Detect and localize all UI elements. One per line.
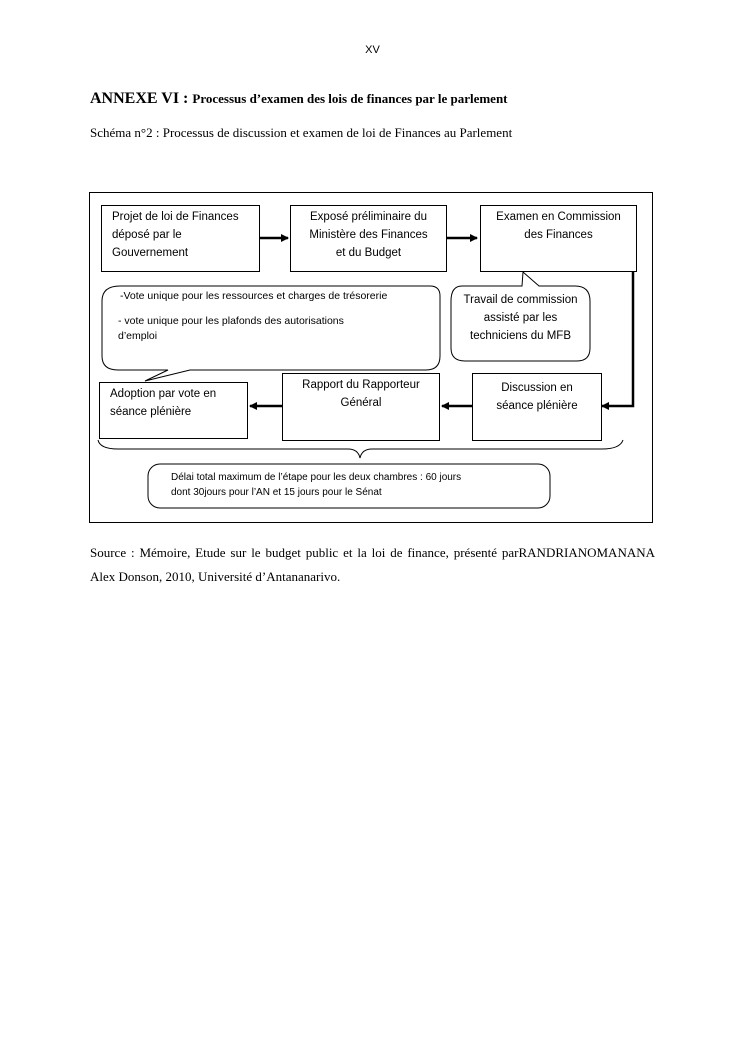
callout-vote: -Vote unique pour les ressources et char… [118, 289, 432, 344]
callout-delai-line-1: Délai total maximum de l’étape pour les … [171, 472, 462, 483]
annex-subtitle: Processus d’examen des lois de finances … [192, 91, 508, 106]
callout-delai: Délai total maximum de l’étape pour les … [171, 470, 541, 500]
diagram-frame: Projet de loi de Finances déposé par le … [89, 192, 653, 523]
callout-vote-line-3: d’emploi [118, 330, 158, 342]
callout-commission-line-2: assisté par les [483, 312, 558, 324]
box-discussion-line-2: séance plénière [496, 400, 578, 412]
annex-title: ANNEXE VI : Processus d’examen des lois … [90, 90, 508, 108]
brace [97, 439, 624, 459]
callout-commission: Travail de commission assisté par les te… [453, 291, 588, 345]
box-expose-line-3: et du Budget [335, 247, 402, 259]
diagram-connectors [97, 234, 635, 509]
box-examen-line-2: des Finances [524, 229, 593, 241]
box-discussion: Discussion en séance plénière [472, 373, 602, 441]
annex-label: ANNEXE VI : [90, 90, 189, 107]
page-number: XV [365, 44, 380, 56]
box-expose-line-2: Ministère des Finances [309, 229, 428, 241]
callout-delai-line-2: dont 30jours pour l’AN et 15 jours pour … [171, 487, 382, 498]
callout-vote-shape [101, 285, 441, 382]
box-projet-line-1: Projet de loi de Finances [112, 211, 239, 223]
scheme-caption: Schéma n°2 : Processus de discussion et … [90, 125, 513, 140]
callout-commission-line-3: techniciens du MFB [470, 330, 571, 342]
box-expose-line-1: Exposé préliminaire du [310, 211, 427, 223]
box-examen-line-1: Examen en Commission [496, 211, 621, 223]
box-examen: Examen en Commission des Finances [480, 205, 637, 272]
box-adoption-line-1: Adoption par vote en [110, 388, 217, 400]
callout-commission-line-1: Travail de commission [463, 294, 578, 306]
callout-commission-shape [450, 270, 591, 362]
box-rapport: Rapport du Rapporteur Général [282, 373, 440, 441]
box-projet-line-2: déposé par le [112, 229, 182, 241]
box-expose: Exposé préliminaire du Ministère des Fin… [290, 205, 447, 272]
box-adoption-line-2: séance plénière [110, 406, 192, 418]
callout-vote-line-2: - vote unique pour les plafonds des auto… [118, 315, 344, 327]
box-adoption: Adoption par vote en séance plénière [99, 382, 248, 439]
callout-vote-line-1: -Vote unique pour les ressources et char… [120, 290, 388, 302]
arrow-examen-to-discussion [601, 271, 635, 410]
source-note: Source : Mémoire, Etude sur le budget pu… [90, 545, 655, 584]
box-rapport-line-2: Général [340, 397, 382, 409]
box-projet-line-3: Gouvernement [112, 247, 189, 259]
box-projet: Projet de loi de Finances déposé par le … [101, 205, 260, 272]
box-rapport-line-1: Rapport du Rapporteur [302, 379, 420, 391]
callout-delai-shape [147, 463, 551, 509]
box-discussion-line-1: Discussion en [501, 382, 573, 394]
